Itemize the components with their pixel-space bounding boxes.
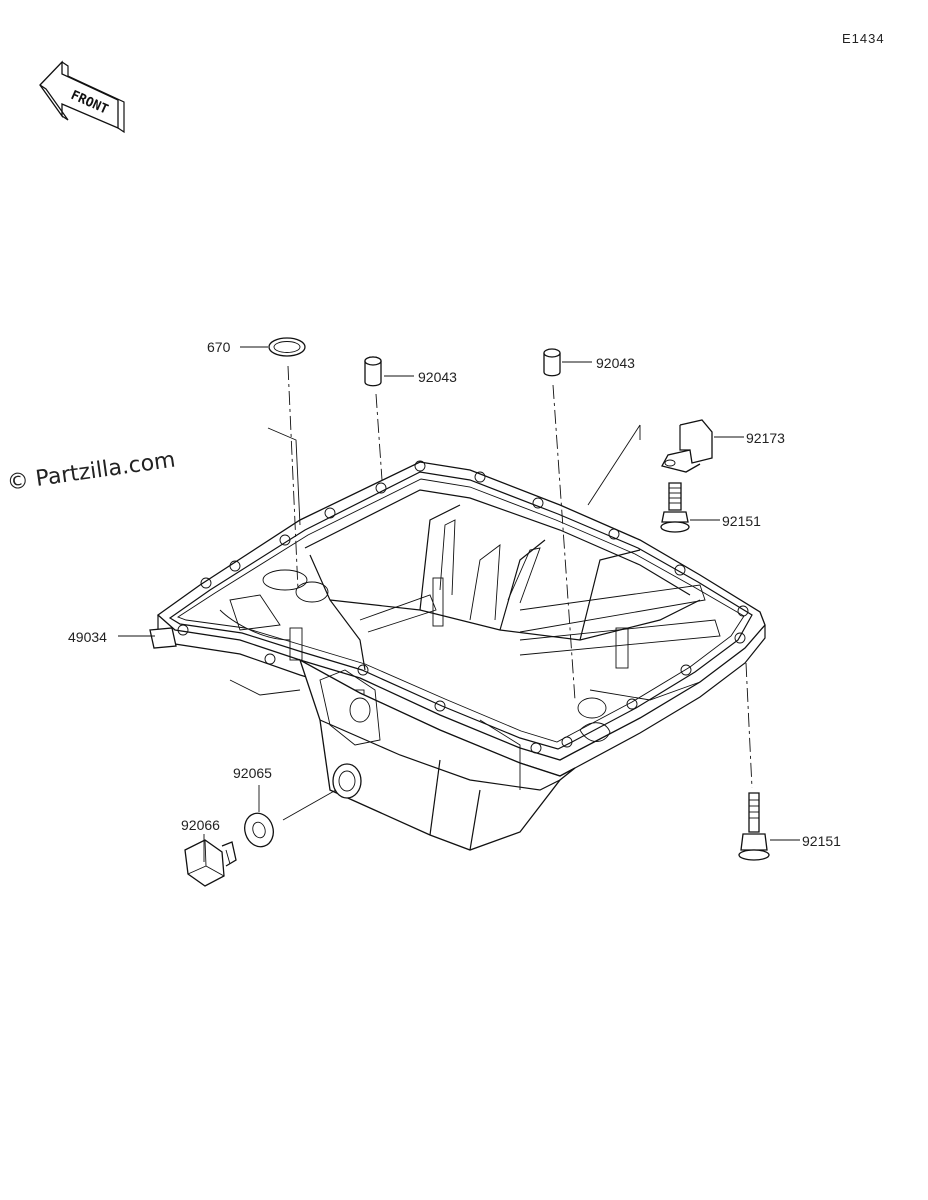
label-92043-b: 92043 xyxy=(596,355,635,371)
label-92151-b: 92151 xyxy=(802,833,841,849)
guide-670-b xyxy=(267,427,301,526)
label-49034: 49034 xyxy=(68,629,107,645)
guide-92173 xyxy=(587,424,641,506)
part-92043-dowel-b[interactable] xyxy=(543,348,561,377)
part-92151-bolt-b[interactable] xyxy=(738,792,770,861)
guide-92151b xyxy=(745,662,753,789)
front-arrow-icon: FRONT xyxy=(39,60,125,134)
label-670: 670 xyxy=(207,339,231,355)
part-670-oring[interactable] xyxy=(268,337,306,357)
guide-670 xyxy=(287,365,299,591)
part-92066-drain-plug[interactable] xyxy=(184,839,237,887)
guide-92043b xyxy=(552,384,576,701)
label-92173: 92173 xyxy=(746,430,785,446)
part-92065-washer[interactable] xyxy=(240,810,277,851)
diagram-code: E1434 xyxy=(842,31,885,46)
label-92065: 92065 xyxy=(233,765,272,781)
guide-92043a xyxy=(375,393,383,481)
label-92066: 92066 xyxy=(181,817,220,833)
part-92151-bolt-a[interactable] xyxy=(660,482,690,533)
label-92151-a: 92151 xyxy=(722,513,761,529)
label-92043-a: 92043 xyxy=(418,369,457,385)
part-92043-dowel-a[interactable] xyxy=(364,356,382,387)
guide-92065 xyxy=(282,789,337,821)
part-92173-bracket[interactable] xyxy=(661,419,713,473)
watermark: © Partzilla.com xyxy=(5,448,177,496)
oil-pan[interactable] xyxy=(149,460,766,851)
